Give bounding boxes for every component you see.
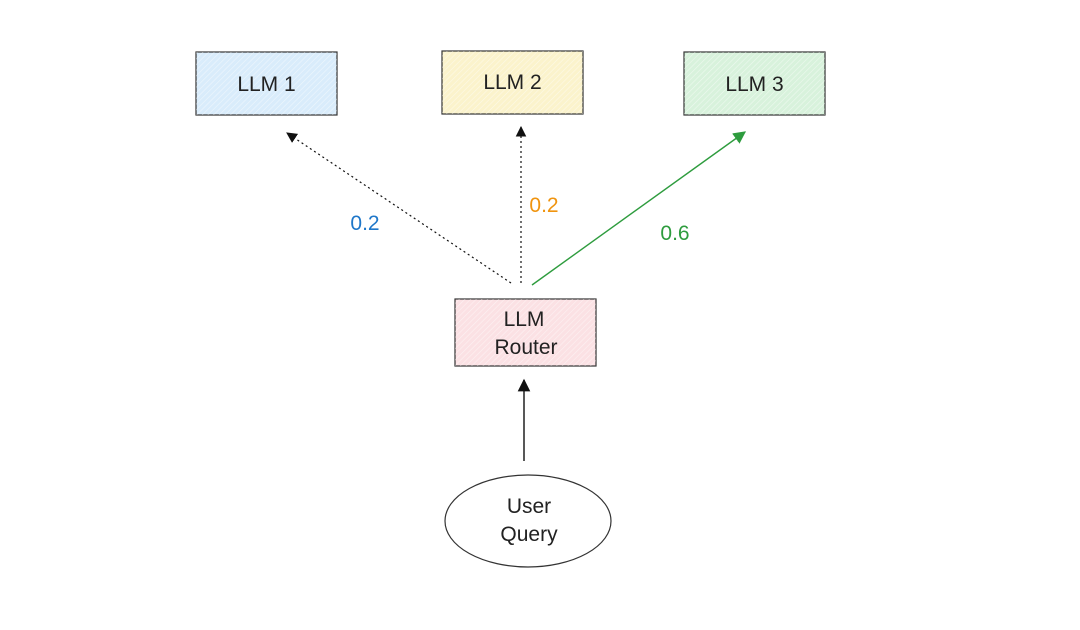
node-router: LLM Router <box>454 298 597 367</box>
edge-router-to-llm3 <box>531 131 747 286</box>
node-user-query: User Query <box>444 474 612 568</box>
node-llm1: LLM 1 <box>195 51 338 116</box>
llm1-label: LLM 1 <box>237 73 295 96</box>
weight-label-llm3: 0.6 <box>660 222 689 245</box>
edge-router-to-llm1 <box>286 132 512 284</box>
weight-label-llm1: 0.2 <box>350 212 379 235</box>
llm3-label: LLM 3 <box>725 73 783 96</box>
query-label-line2: Query <box>500 523 558 546</box>
query-ellipse <box>444 474 612 568</box>
query-label-line1: User <box>507 495 551 518</box>
router-label-line1: LLM <box>504 308 545 331</box>
node-llm2: LLM 2 <box>441 50 584 115</box>
node-llm3: LLM 3 <box>683 51 826 116</box>
router-label-line2: Router <box>494 336 557 359</box>
llm2-label: LLM 2 <box>483 71 541 94</box>
weight-label-llm2: 0.2 <box>529 194 558 217</box>
